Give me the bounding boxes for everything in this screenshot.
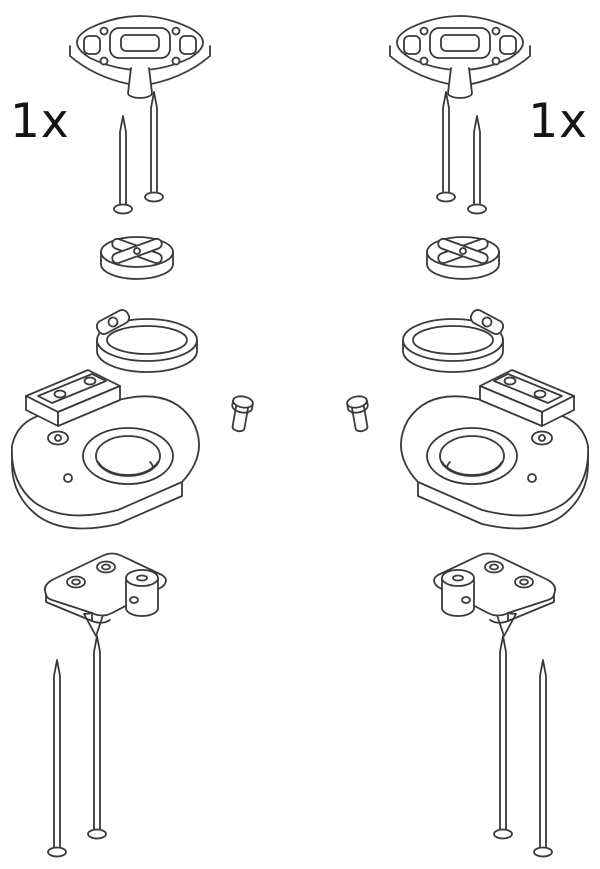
quantity-label-right: 1x [528, 94, 588, 149]
quantity-label-left: 1x [10, 94, 70, 149]
